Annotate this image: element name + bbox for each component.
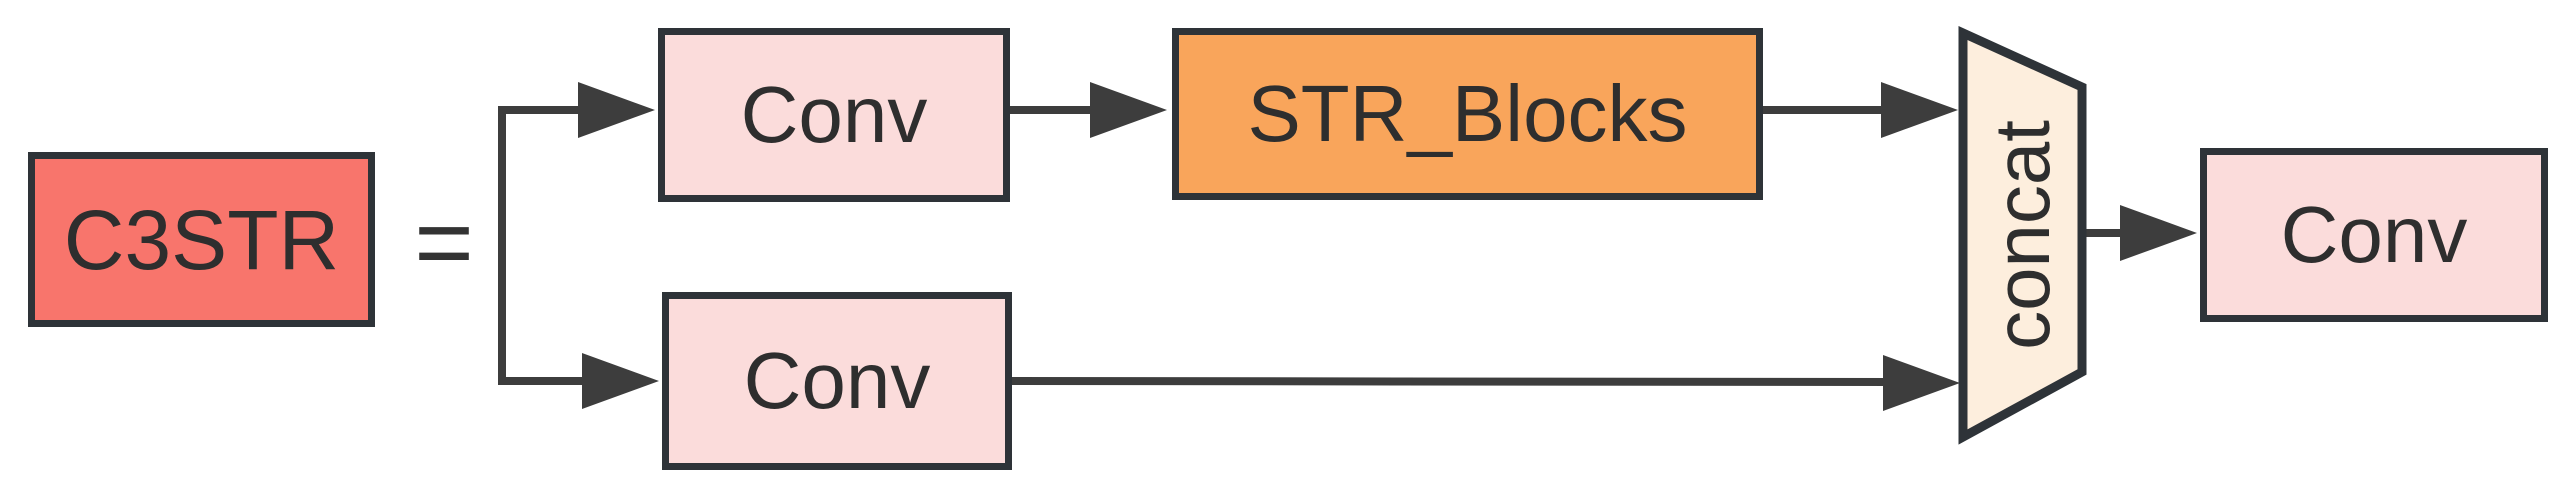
arrowhead-conv-top-to-str-blocks — [1090, 82, 1167, 138]
node-str-blocks: STR_Blocks — [1172, 28, 1763, 200]
node-c3str-label: C3STR — [63, 192, 340, 287]
node-conv-top-label: Conv — [740, 70, 928, 159]
arrowhead-branch-to-conv-top — [578, 82, 655, 138]
node-c3str: C3STR — [28, 152, 375, 327]
concat-node-shape — [1958, 26, 2087, 445]
node-concat-label: concat — [1978, 120, 2066, 350]
arrowhead-concat-to-conv-out — [2120, 205, 2197, 261]
branch-connector-line — [498, 106, 594, 385]
edge-conv-bottom-to-concat — [1011, 377, 1892, 386]
equals-sign: = — [414, 184, 474, 299]
node-conv-top: Conv — [658, 28, 1010, 202]
arrowhead-str-blocks-to-concat — [1881, 82, 1958, 138]
arrowhead-branch-to-conv-bottom — [582, 353, 659, 409]
node-conv-out-label: Conv — [2280, 190, 2468, 279]
node-str-blocks-label: STR_Blocks — [1247, 69, 1688, 158]
node-conv-bottom-label: Conv — [743, 336, 931, 425]
node-conv-out: Conv — [2200, 148, 2548, 322]
node-conv-bottom: Conv — [662, 292, 1012, 470]
arrowhead-conv-bottom-to-concat — [1883, 355, 1960, 411]
